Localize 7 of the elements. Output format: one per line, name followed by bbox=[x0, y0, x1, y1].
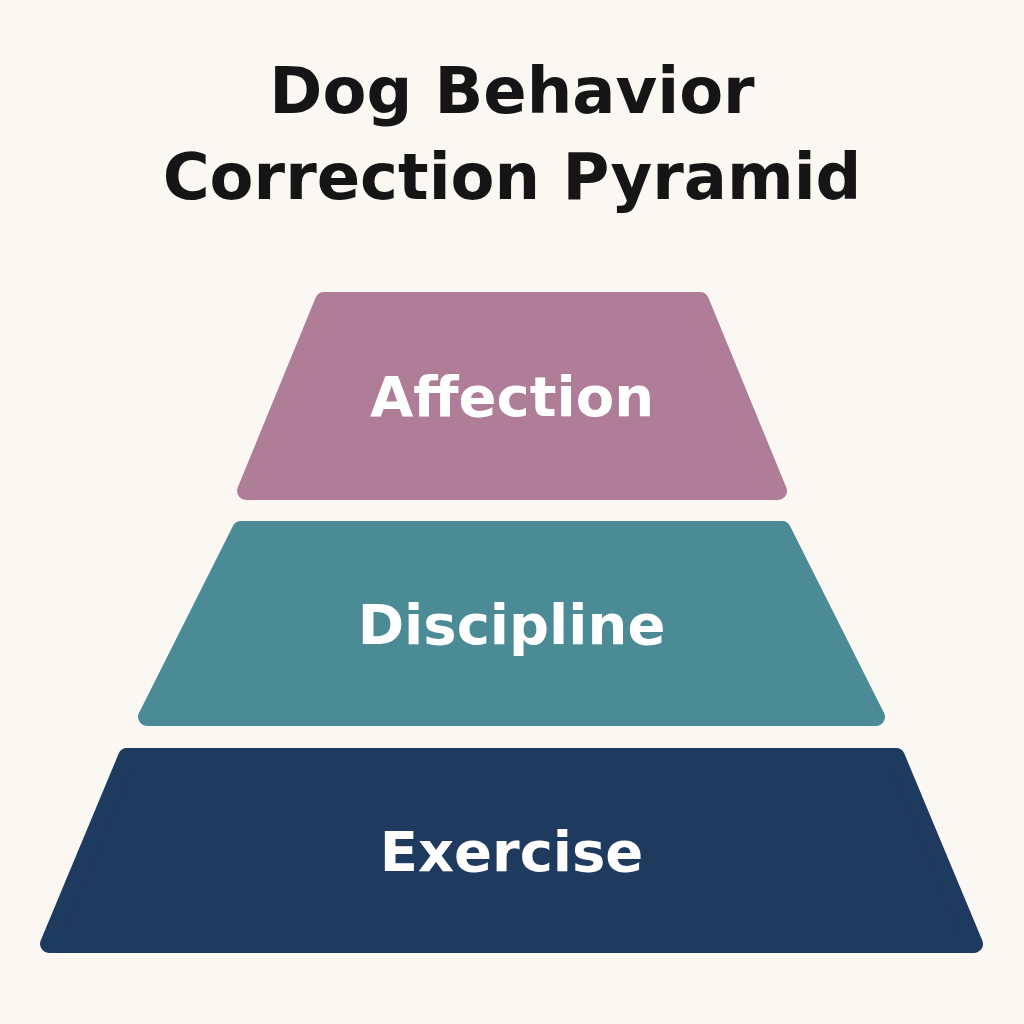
pyramid-tier bbox=[237, 292, 787, 500]
title: Dog Behavior Correction Pyramid bbox=[161, 53, 863, 216]
pyramid-tier bbox=[40, 748, 983, 953]
tier-label: Exercise bbox=[379, 818, 644, 883]
pyramid-tier bbox=[138, 521, 885, 726]
tier-label: Affection bbox=[369, 363, 655, 429]
tier-label: Discipline bbox=[357, 591, 666, 656]
